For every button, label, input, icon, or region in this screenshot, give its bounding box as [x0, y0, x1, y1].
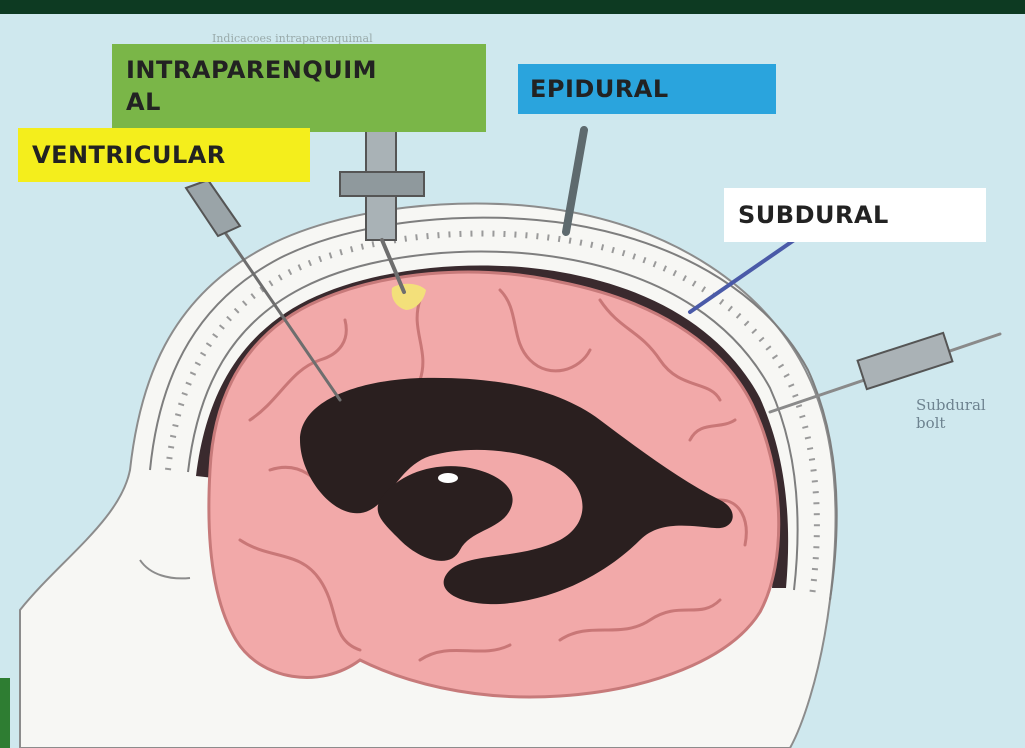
intraparenchymal-clamp [340, 172, 424, 196]
subdural-label: SUBDURAL [724, 188, 986, 242]
ventricular-label: VENTRICULAR [18, 128, 310, 182]
epidural-label: EPIDURAL [518, 64, 776, 114]
left-green-strip [0, 678, 10, 748]
ventricle-highlight [438, 473, 458, 483]
ventricular-connector [186, 180, 240, 236]
subdural-bolt-caption: Subdural bolt [916, 396, 1012, 432]
intraparenquimal-label-line1: INTRAPARENQUIM [126, 54, 486, 86]
bolt-body [858, 333, 953, 389]
intraparenquimal-label-line2: AL [126, 86, 486, 118]
top-bar [0, 0, 1025, 14]
intraparenquimal-label: INTRAPARENQUIM AL [112, 44, 486, 132]
